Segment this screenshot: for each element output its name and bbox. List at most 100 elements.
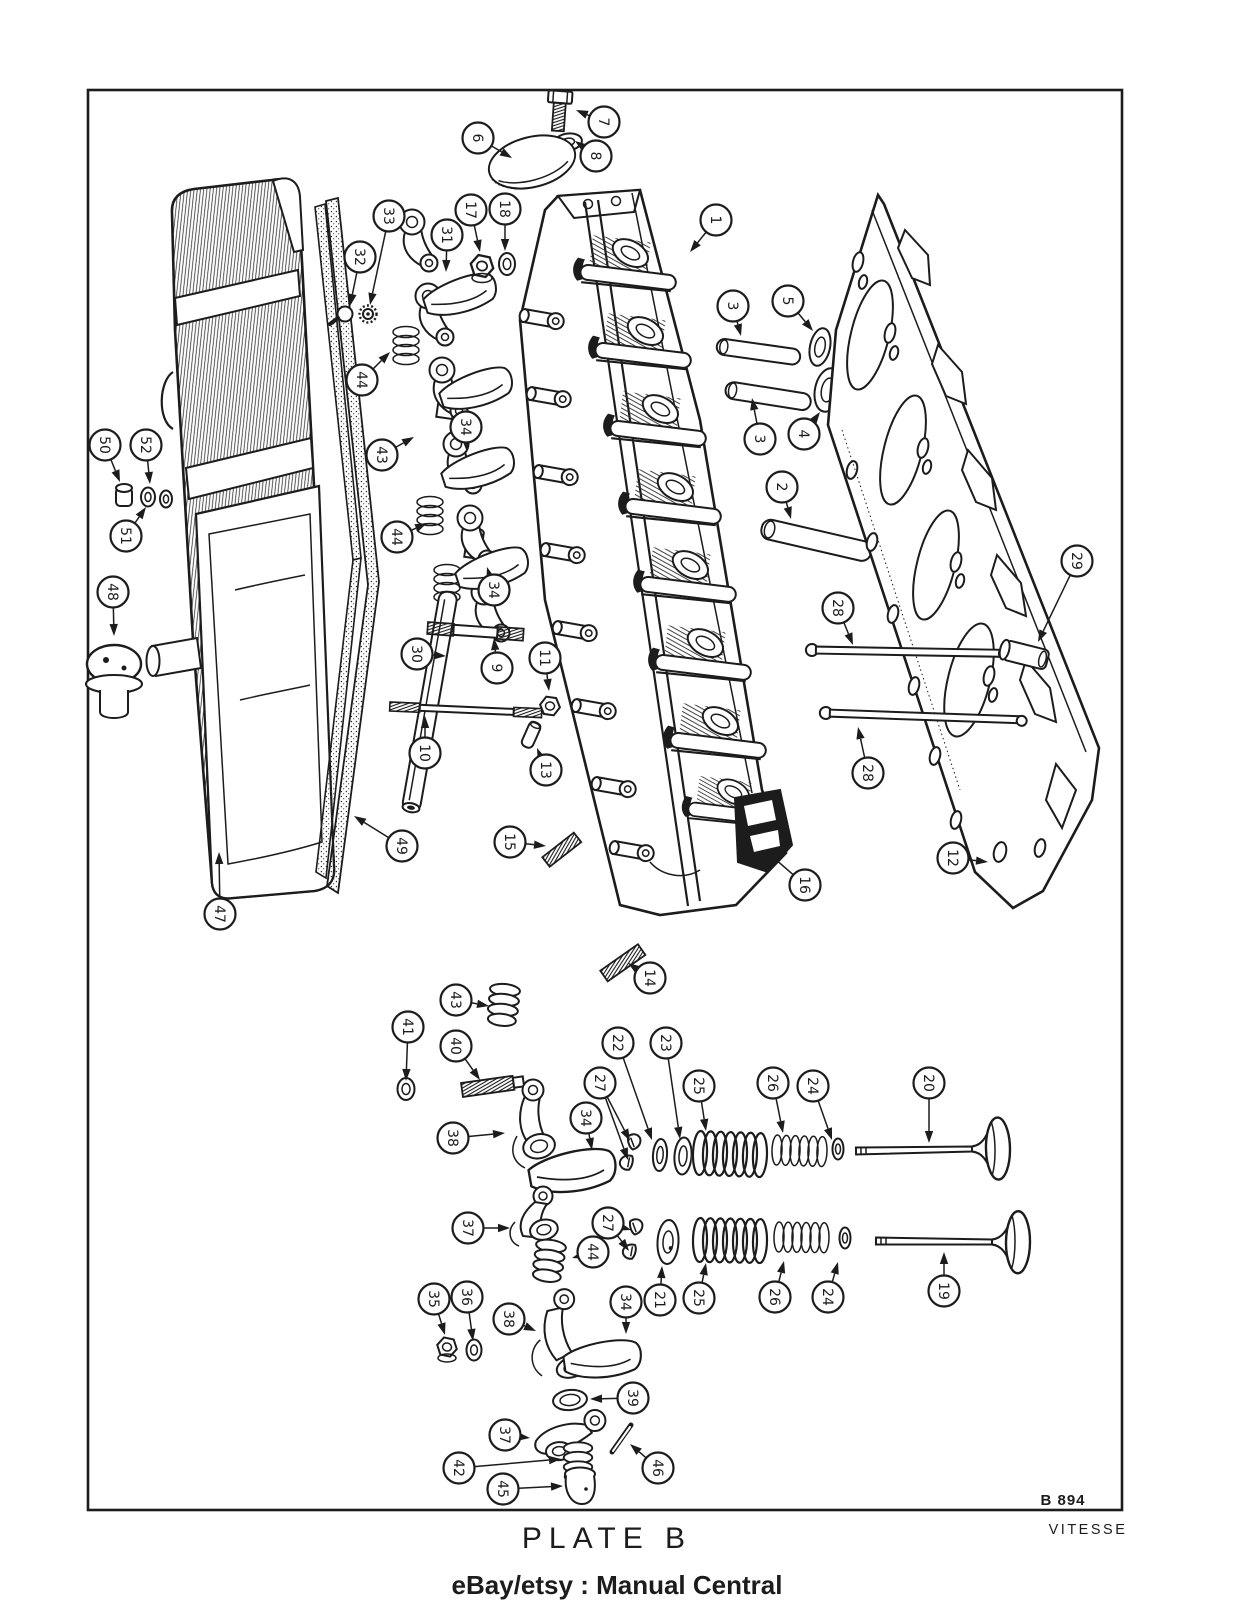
callout-number: 37 <box>496 1426 512 1444</box>
callout-number: 13 <box>537 761 553 779</box>
callout-36: 36 <box>450 1280 484 1341</box>
callout-number: 34 <box>577 1109 593 1127</box>
callout-number: 9 <box>488 664 504 673</box>
callout-13: 13 <box>529 748 563 787</box>
callout-number: 28 <box>859 764 875 782</box>
callout-number: 38 <box>444 1129 460 1147</box>
rocker-arm-38 <box>512 1078 556 1169</box>
callout-number: 41 <box>399 1018 415 1036</box>
callout-10: 10 <box>408 716 442 770</box>
callout-number: 20 <box>920 1074 936 1092</box>
callout-number: 48 <box>104 583 120 601</box>
callout-number: 14 <box>641 969 657 987</box>
callout-number: 29 <box>1068 552 1084 570</box>
callout-4: 4 <box>787 412 821 451</box>
cup-45 <box>564 1466 596 1506</box>
cap-small-parts <box>115 483 173 509</box>
callout-51: 51 <box>109 507 146 553</box>
callout-3: 3 <box>716 289 750 336</box>
callout-9: 9 <box>480 638 514 685</box>
callout-12: 12 <box>936 841 988 875</box>
callout-31: 31 <box>430 218 464 272</box>
callout-number: 46 <box>649 1459 665 1477</box>
callout-15: 15 <box>493 825 546 859</box>
callout-41: 41 <box>391 1010 425 1081</box>
callout-22: 22 <box>601 1026 652 1140</box>
drawing-number: B 894 <box>1040 1492 1085 1509</box>
callout-number: 15 <box>501 833 517 851</box>
callout-number: 44 <box>353 371 369 389</box>
callout-25: 25 <box>682 1069 716 1131</box>
callout-number: 3 <box>751 435 767 444</box>
callout-number: 42 <box>450 1459 466 1477</box>
callout-17: 17 <box>454 193 488 252</box>
callout-number: 4 <box>795 430 811 439</box>
cylinder-head <box>517 188 794 917</box>
callout-number: 26 <box>764 1074 780 1092</box>
cap-21 <box>656 1219 680 1265</box>
stud-9 <box>426 621 525 642</box>
callout-number: 2 <box>773 483 789 492</box>
callout-6: 6 <box>461 121 512 158</box>
cap-disc-6 <box>487 134 577 190</box>
callout-44: 44 <box>572 1235 610 1269</box>
callout-27: 27 <box>583 1066 630 1160</box>
callout-8: 8 <box>575 139 613 173</box>
callout-number: 26 <box>766 1288 782 1306</box>
callout-number: 17 <box>462 201 478 219</box>
callout-number: 10 <box>416 744 432 762</box>
callout-42: 42 <box>442 1451 561 1485</box>
callout-25: 25 <box>682 1263 716 1315</box>
nut-41 <box>396 1077 416 1101</box>
callout-52: 52 <box>129 428 163 484</box>
callout-24: 24 <box>811 1262 845 1314</box>
callout-number: 16 <box>796 876 812 894</box>
ring-39 <box>552 1388 588 1412</box>
callout-45: 45 <box>486 1472 563 1506</box>
callout-29: 29 <box>1038 544 1094 642</box>
callout-number: 50 <box>96 436 112 454</box>
callout-number: 47 <box>211 905 227 923</box>
adjusting-screw-40 <box>460 1074 526 1098</box>
callout-47: 47 <box>203 852 237 931</box>
callout-16: 16 <box>766 851 822 902</box>
callout-40: 40 <box>439 1029 480 1080</box>
callout-21: 21 <box>643 1266 677 1317</box>
callout-39: 39 <box>590 1381 650 1415</box>
callout-number: 19 <box>935 1282 951 1300</box>
cap-bolt-group <box>487 89 583 190</box>
callout-28: 28 <box>851 727 885 790</box>
stud-14 <box>599 943 647 983</box>
callout-number: 11 <box>536 649 552 667</box>
callout-33: 33 <box>368 199 406 305</box>
rocker-arm-37 <box>509 1185 559 1247</box>
callout-37: 37 <box>451 1211 510 1245</box>
callout-number: 32 <box>351 248 367 266</box>
callout-28: 28 <box>821 591 855 645</box>
callout-number: 6 <box>469 134 485 143</box>
callout-number: 3 <box>724 302 740 311</box>
callout-number: 25 <box>690 1077 706 1095</box>
callout-number: 24 <box>819 1288 835 1306</box>
pin-13 <box>520 720 542 749</box>
callout-number: 33 <box>380 207 396 225</box>
callout-26: 26 <box>756 1066 790 1133</box>
filler-cap <box>85 643 143 719</box>
washer-5 <box>808 327 832 367</box>
callout-23: 23 <box>649 1026 683 1139</box>
callout-43: 43 <box>365 437 414 472</box>
callout-7: 7 <box>576 105 621 139</box>
callout-number: 43 <box>447 991 463 1009</box>
callout-3: 3 <box>743 398 777 456</box>
callout-38: 38 <box>492 1302 536 1336</box>
callout-number: 43 <box>373 446 389 464</box>
callout-11: 11 <box>528 641 562 691</box>
nut-17-washer-18 <box>467 252 516 284</box>
callout-number: 30 <box>408 645 424 663</box>
callout-34: 34 <box>449 410 483 452</box>
part-16 <box>733 788 794 874</box>
callout-number: 27 <box>599 1214 615 1232</box>
